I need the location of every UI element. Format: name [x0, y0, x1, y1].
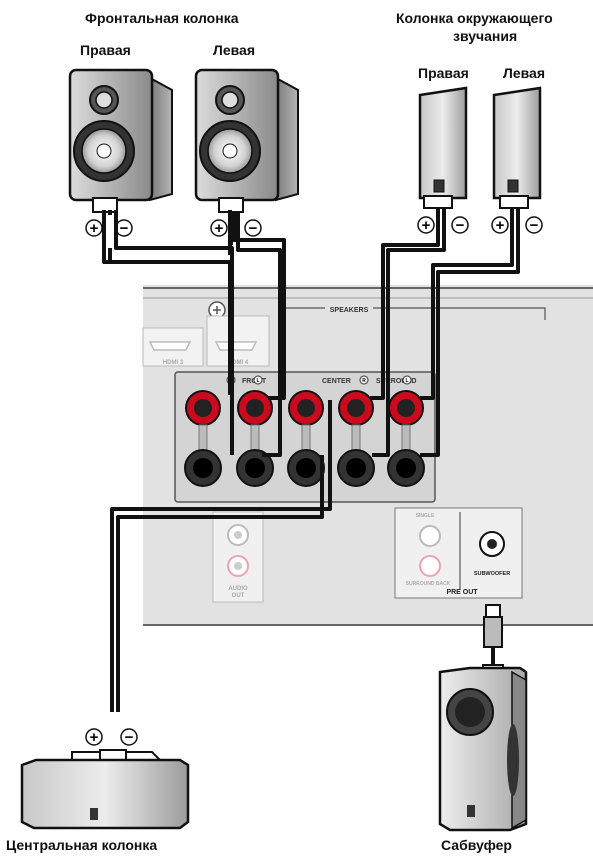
- subwoofer: [438, 604, 528, 832]
- surround-speakers-title-line1: Колонка окружающего: [396, 10, 553, 26]
- svg-text:HDMI 3: HDMI 3: [163, 360, 184, 366]
- svg-text:OUT: OUT: [232, 593, 245, 599]
- front-left-positive-terminal: [237, 390, 273, 426]
- surround-right-negative-terminal: [337, 449, 375, 487]
- front-right-negative-terminal: [184, 449, 222, 487]
- front-left-label: Левая: [213, 42, 255, 58]
- surround-right-plus-icon: +: [417, 216, 435, 234]
- front-left-minus-icon: −: [244, 219, 262, 237]
- audio-out-section: AUDIO OUT: [212, 511, 264, 603]
- hdmi-4-port: HDMI 4: [206, 315, 270, 367]
- speaker-cables: [102, 208, 520, 712]
- svg-text:SUBWOOFER: SUBWOOFER: [474, 571, 510, 577]
- svg-text:AUDIO: AUDIO: [228, 586, 248, 592]
- front-left-plus-icon: +: [210, 219, 228, 237]
- surround-right-label: Правая: [418, 65, 469, 81]
- center-negative-terminal: [287, 449, 325, 487]
- svg-text:SURROUND: SURROUND: [376, 378, 416, 385]
- center-plus-icon: +: [85, 728, 103, 746]
- svg-text:−: −: [120, 220, 129, 237]
- svg-text:+: +: [90, 220, 99, 237]
- subwoofer-jack: [479, 531, 505, 557]
- surround-left-label: Левая: [503, 65, 545, 81]
- subwoofer-label: Сабвуфер: [441, 837, 512, 853]
- svg-text:−: −: [125, 729, 134, 746]
- front-left-speaker: [194, 68, 299, 213]
- svg-text:L: L: [405, 378, 408, 384]
- front-right-label: Правая: [80, 42, 131, 58]
- front-left-negative-terminal: [236, 449, 274, 487]
- svg-text:SINGLE: SINGLE: [416, 513, 435, 519]
- front-right-plus-icon: +: [85, 219, 103, 237]
- front-speakers-title: Фронтальная колонка: [85, 10, 239, 26]
- svg-text:HDMI 4: HDMI 4: [228, 360, 249, 366]
- surround-left-positive-terminal: [388, 390, 424, 426]
- surround-right-minus-icon: −: [451, 216, 469, 234]
- svg-text:+: +: [215, 220, 224, 237]
- svg-text:SURROUND BACK: SURROUND BACK: [406, 581, 451, 587]
- svg-text:−: −: [249, 220, 258, 237]
- svg-text:SPEAKERS: SPEAKERS: [330, 307, 369, 314]
- svg-text:+: +: [90, 729, 99, 746]
- surround-left-negative-terminal: [387, 449, 425, 487]
- svg-text:+: +: [422, 217, 431, 234]
- surround-left-plus-icon: +: [491, 216, 509, 234]
- svg-text:L: L: [256, 378, 259, 384]
- svg-text:−: −: [456, 217, 465, 234]
- surround-right-positive-terminal: [338, 390, 374, 426]
- polarity-marks: + − + − + − + − + −: [85, 216, 543, 746]
- hdmi-3-port: HDMI 3: [142, 327, 204, 367]
- center-speaker-label: Центральная колонка: [6, 837, 158, 853]
- svg-text:−: −: [530, 217, 539, 234]
- svg-text:PRE OUT: PRE OUT: [446, 589, 478, 596]
- center-minus-icon: −: [120, 728, 138, 746]
- center-positive-terminal: [288, 390, 324, 426]
- front-right-speaker: [68, 68, 173, 213]
- svg-text:CENTER: CENTER: [322, 378, 351, 385]
- center-speaker: [20, 749, 190, 830]
- pre-out-section: SINGLE SURROUND BACK SUBWOOFER PRE OUT: [394, 507, 523, 599]
- front-right-minus-icon: −: [115, 219, 133, 237]
- surround-left-speaker: [492, 86, 542, 209]
- speaker-terminals: [184, 390, 425, 487]
- surround-right-speaker: [418, 86, 468, 209]
- surround-speakers-title-line2: звучания: [453, 28, 518, 44]
- front-right-positive-terminal: [185, 390, 221, 426]
- svg-text:R: R: [362, 378, 366, 384]
- svg-text:+: +: [496, 217, 505, 234]
- surround-left-minus-icon: −: [525, 216, 543, 234]
